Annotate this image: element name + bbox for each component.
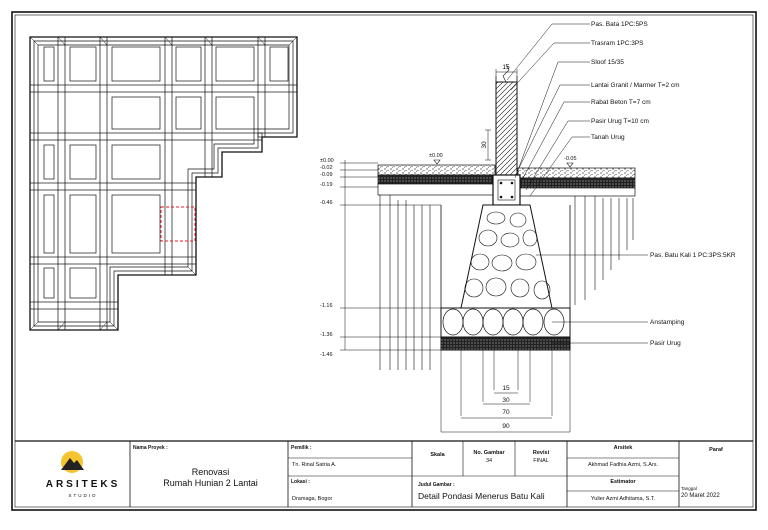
callout-bata: Pas. Bata 1PC:5PS — [591, 21, 648, 28]
section-marker — [160, 206, 196, 242]
level-046: -0.46 — [320, 200, 333, 206]
dim-30: 30 — [502, 397, 510, 404]
architect-value: Akhmad Fadhia Azmi, S.Ars. — [588, 462, 658, 468]
sign-label: Paraf — [709, 447, 723, 453]
level-mid-000: ±0.00 — [429, 153, 443, 159]
dim-90: 90 — [502, 423, 510, 430]
title-label: Judul Gambar : — [418, 482, 455, 488]
callout-tanah-urug: Tanah Urug — [591, 134, 625, 141]
level-right-005: -0.05 — [564, 156, 577, 162]
callout-pasir-urug: Pasir Urug — [650, 340, 681, 347]
callout-pasir-urug-t10: Pasir Urug T=10 cm — [591, 118, 649, 125]
callout-batu-kali: Pas. Batu Kali 1 PC:3PS:5KR — [650, 252, 736, 259]
callout-rabat: Rabat Beton T=7 cm — [591, 99, 651, 106]
date-label: Tanggal — [681, 486, 697, 491]
drawing-title: Detail Pondasi Menerus Batu Kali — [418, 491, 545, 501]
estimator-label: Estimator — [610, 479, 636, 485]
dimension-labels: 15 30 15 30 70 90 — [481, 64, 510, 430]
foundation-section — [340, 23, 648, 433]
level-116: -1.16 — [320, 303, 333, 309]
date-value: 20 Maret 2022 — [681, 493, 720, 499]
dim-15: 15 — [502, 385, 510, 392]
callout-anstamping: Anstamping — [650, 319, 685, 326]
arsiteks-logo — [61, 451, 84, 473]
callout-lantai: Lantai Granit / Marmer T=2 cm — [591, 82, 680, 89]
dim-wall: 15 — [502, 64, 510, 71]
callout-sloof: Sloof 15/35 — [591, 59, 624, 66]
logo-sub: STUDIO — [68, 493, 98, 498]
dim-70: 70 — [502, 409, 510, 416]
location-value: Dramaga, Bogor — [292, 496, 333, 502]
sheet-frame — [11, 11, 757, 511]
title-block: ARSITEKS STUDIO Nama Proyek : Renovasi R… — [15, 441, 757, 511]
level-labels: ±0.00 -0.02 -0.09 -0.19 -0.46 -1.16 -1.3… — [320, 153, 577, 358]
estimator-value: Yulier Azmi Adhitama, S.T. — [590, 496, 656, 502]
drawing-no: 34 — [485, 458, 493, 464]
key-plan — [29, 36, 298, 331]
dim-height: 30 — [481, 141, 488, 149]
project-label: Nama Proyek : — [133, 445, 168, 451]
owner-label: Pemilik : — [291, 445, 312, 451]
level-136: -1.36 — [320, 332, 333, 338]
level-146: -1.46 — [320, 352, 333, 358]
callout-trasram: Trasram 1PC:3PS — [591, 40, 644, 47]
level-019: -0.19 — [320, 182, 333, 188]
location-label: Lokasi : — [291, 479, 310, 485]
revision-value: FINAL — [533, 458, 549, 464]
level-009: -0.09 — [320, 172, 333, 178]
drawing-no-label: No. Gambar — [473, 450, 505, 456]
logo-name: ARSITEKS — [45, 479, 121, 490]
project-name-1: Renovasi — [191, 467, 230, 477]
owner-value: Tn. Rinal Satria A. — [292, 462, 337, 468]
scale-label: Skala — [430, 452, 445, 458]
callout-labels: Pas. Bata 1PC:5PS Trasram 1PC:3PS Sloof … — [591, 21, 736, 347]
project-name-2: Rumah Hunian 2 Lantai — [163, 478, 258, 488]
architect-label: Arsitek — [613, 445, 633, 451]
level-002: -0.02 — [320, 165, 333, 171]
title-block-grid — [15, 440, 753, 507]
level-000: ±0.00 — [320, 158, 334, 164]
revision-label: Revisi — [532, 450, 550, 456]
